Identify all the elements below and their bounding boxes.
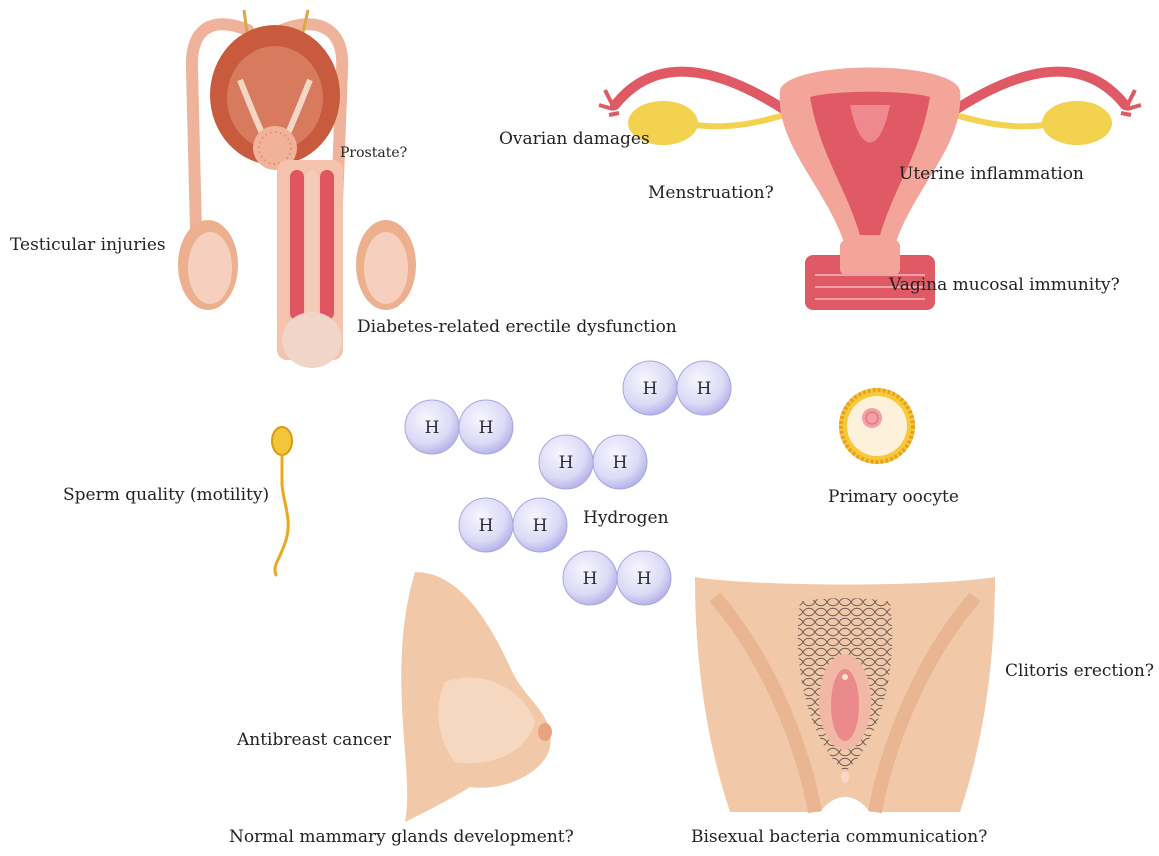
hydrogen-atom-symbol: H xyxy=(533,516,548,536)
primary-oocyte-label: Primary oocyte xyxy=(828,489,959,506)
hydrogen-atom-symbol: H xyxy=(697,379,712,399)
hydrogen-atom-symbol: H xyxy=(637,569,652,589)
bisexual-bacteria-label: Bisexual bacteria communication? xyxy=(691,829,987,846)
hydrogen-atom-symbol: H xyxy=(643,379,658,399)
antibreast-cancer-label: Antibreast cancer xyxy=(237,732,391,749)
hydrogen-atom-symbol: H xyxy=(559,453,574,473)
breast-illustration xyxy=(385,572,565,822)
oocyte-illustration xyxy=(836,385,918,467)
hydrogen-atom-symbol: H xyxy=(583,569,598,589)
vulva-illustration xyxy=(695,577,995,812)
mammary-development-label: Normal mammary glands development? xyxy=(229,829,574,846)
hydrogen-atom-symbol: H xyxy=(613,453,628,473)
hydrogen-atom-symbol: H xyxy=(479,516,494,536)
hydrogen-atom-symbol: H xyxy=(425,418,440,438)
hydrogen-atom-symbol: H xyxy=(479,418,494,438)
clitoris-erection-label: Clitoris erection? xyxy=(1005,663,1154,680)
hydrogen-label: Hydrogen xyxy=(583,510,669,527)
